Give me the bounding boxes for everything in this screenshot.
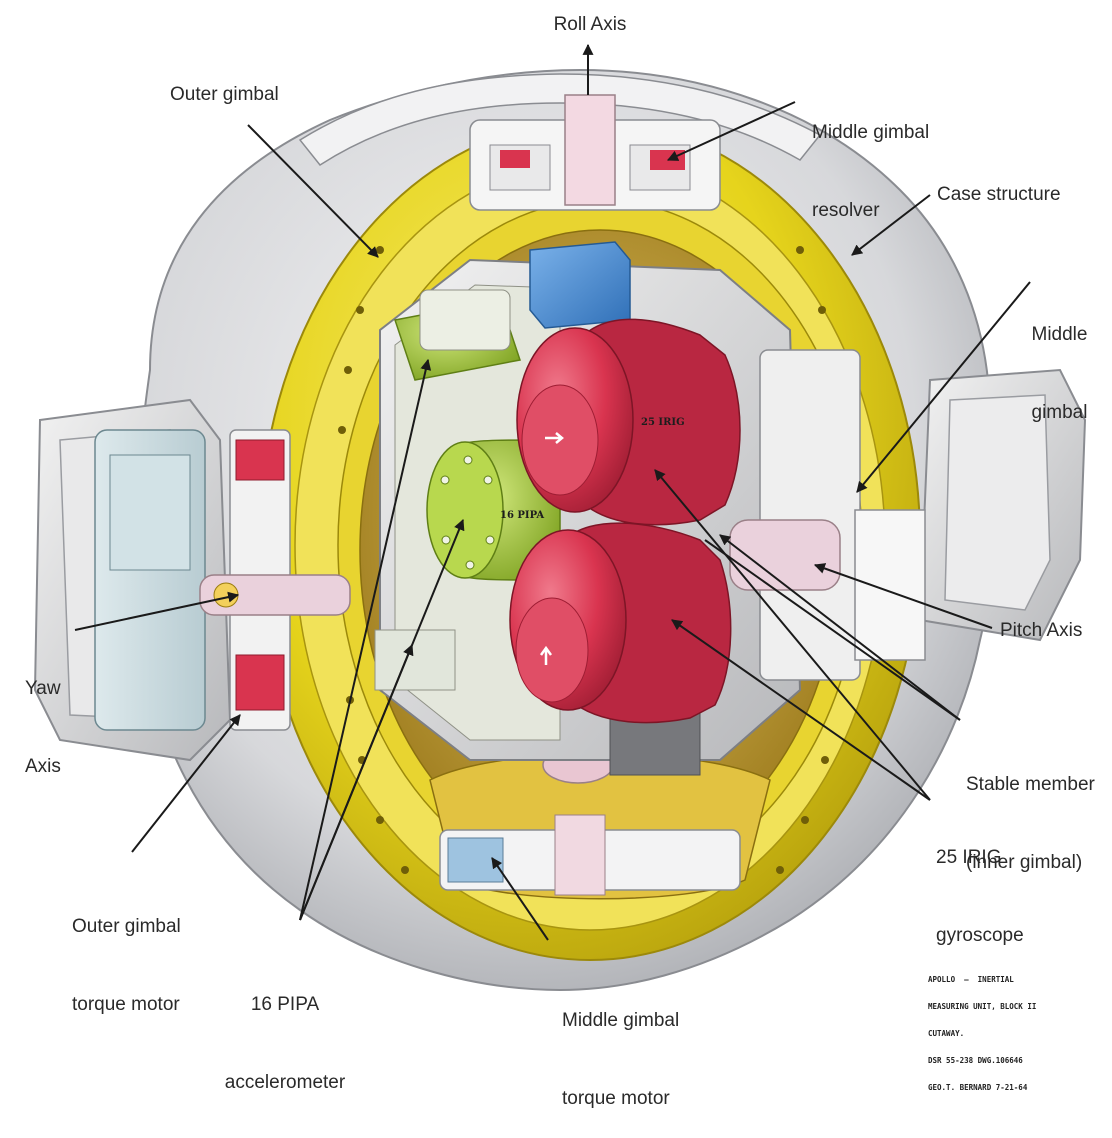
label-outer-gimbal-torque-motor-line2: torque motor — [72, 992, 181, 1018]
irig-marking: 25 IRIG — [641, 417, 685, 428]
label-pipa-accelerometer-line1: 16 PIPA — [210, 992, 360, 1018]
label-irig-gyroscope-line2: gyroscope — [936, 923, 1024, 949]
pipa-marking: 16 PIPA — [500, 510, 544, 521]
label-middle-gimbal-torque-motor-line2: torque motor — [562, 1086, 679, 1112]
label-outer-gimbal-torque-motor-line1: Outer gimbal — [72, 914, 181, 940]
irig-gyroscope-lower — [510, 523, 731, 722]
label-irig-gyroscope-line1: 25 IRIG — [936, 845, 1024, 871]
label-middle-gimbal-torque-motor: Middle gimbal torque motor — [562, 956, 679, 1138]
label-pitch-axis: Pitch Axis — [1000, 618, 1082, 644]
label-yaw-axis-line1: Yaw — [25, 676, 61, 702]
drawing-note-line1: APOLLO — INERTIAL — [928, 975, 1036, 984]
label-outer-gimbal: Outer gimbal — [170, 82, 279, 108]
irig-gyroscope-upper: 25 IRIG — [517, 319, 740, 524]
drawing-note-line5: GEO.T. BERNARD 7-21-64 — [928, 1083, 1036, 1092]
label-yaw-axis-line2: Axis — [25, 754, 61, 780]
label-outer-gimbal-torque-motor: Outer gimbal torque motor — [72, 862, 181, 1044]
label-middle-gimbal-resolver-line1: Middle gimbal — [812, 120, 929, 146]
label-case-structure: Case structure — [937, 182, 1061, 208]
label-pipa-accelerometer: 16 PIPA accelerometer — [210, 940, 360, 1122]
label-roll-axis: Roll Axis — [530, 12, 650, 38]
middle-gimbal-torque-motor-assembly — [430, 747, 770, 899]
electronics-block — [530, 242, 630, 328]
drawing-note-line4: DSR 55-238 DWG.106646 — [928, 1056, 1036, 1065]
label-middle-gimbal-resolver-line2: resolver — [812, 198, 929, 224]
drawing-note: APOLLO — INERTIAL MEASURING UNIT, BLOCK … — [928, 957, 1036, 1101]
label-middle-gimbal-torque-motor-line1: Middle gimbal — [562, 1008, 679, 1034]
label-pipa-accelerometer-line2: accelerometer — [210, 1070, 360, 1096]
label-middle-gimbal-resolver: Middle gimbal resolver — [812, 68, 929, 250]
label-yaw-axis: Yaw Axis — [25, 624, 61, 806]
label-middle-gimbal-line1: Middle — [1012, 322, 1107, 348]
label-irig-gyroscope: 25 IRIG gyroscope — [936, 793, 1024, 975]
drawing-note-line3: CUTAWAY. — [928, 1029, 1036, 1038]
label-middle-gimbal: Middle gimbal — [1012, 270, 1107, 452]
label-middle-gimbal-line2: gimbal — [1012, 400, 1107, 426]
diagram: 16 PIPA 25 IRIG Roll Axis Outer gimbal — [0, 0, 1112, 1007]
